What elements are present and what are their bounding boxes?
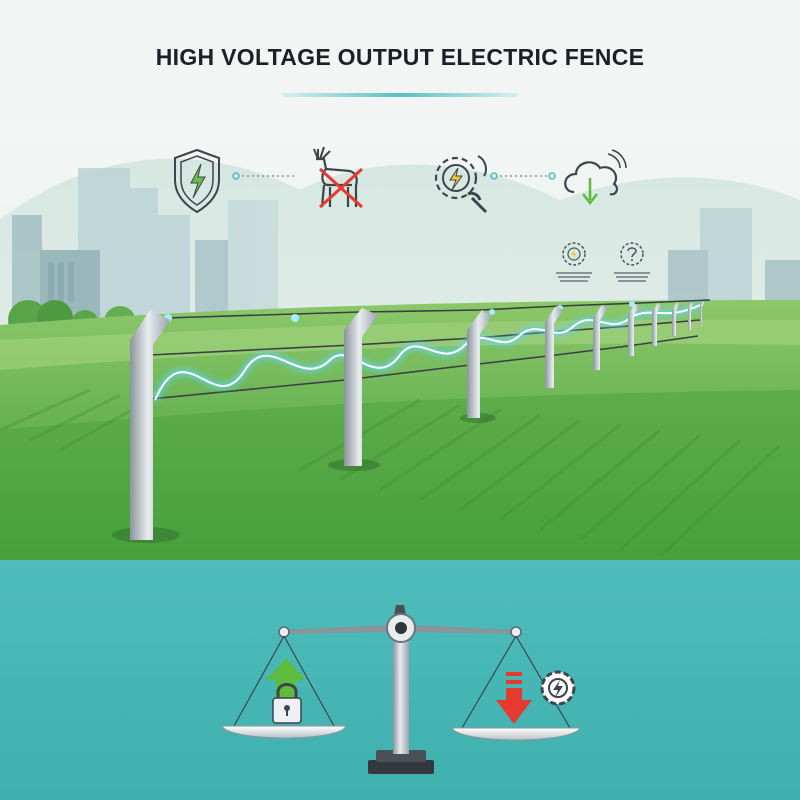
gear-lightning-icon	[540, 670, 576, 706]
fence-wires	[139, 299, 711, 401]
page-title: HIGH VOLTAGE OUTPUT ELECTRIC FENCE	[155, 44, 645, 70]
lock-up-arrow-icon	[266, 658, 306, 724]
electric-current	[151, 301, 702, 402]
title-area	[0, 0, 800, 120]
down-arrow-icon	[496, 672, 532, 724]
fence-posts	[112, 301, 705, 543]
small-icon-captions	[556, 272, 650, 282]
dotted-connector	[232, 172, 556, 180]
deer-crossed-icon	[313, 146, 364, 209]
balance-scale	[221, 605, 581, 774]
cloud-download-icon	[564, 149, 627, 206]
gear-wrench-icon	[434, 155, 488, 214]
title-underline	[282, 93, 518, 97]
gear-lightning-icon-small	[562, 242, 586, 266]
gear-question-icon-small	[620, 242, 644, 266]
building-windows-left	[48, 262, 74, 302]
shield-lightning-icon	[174, 148, 220, 214]
field-band-dark	[0, 390, 800, 560]
